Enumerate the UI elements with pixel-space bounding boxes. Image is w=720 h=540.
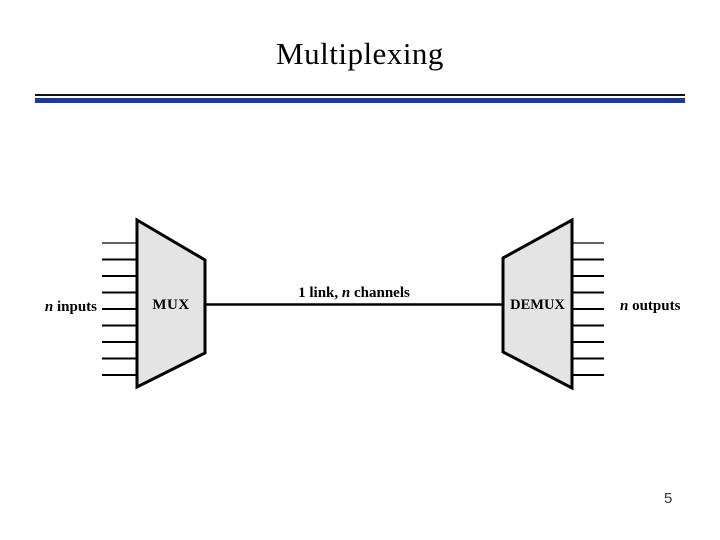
n-outputs-label: n outputs [620, 298, 680, 314]
title-rule-top [35, 94, 685, 96]
mux-label: MUX [152, 297, 190, 313]
mux-shape [135, 217, 207, 390]
n-inputs-label: n inputs [20, 299, 97, 315]
page-number: 5 [664, 490, 673, 507]
link-label-prefix: 1 link, [298, 285, 339, 301]
n-outputs-text: outputs [632, 298, 681, 314]
demux-shape [501, 217, 574, 391]
slide-title: Multiplexing [276, 36, 444, 71]
n-inputs-variable: n [44, 299, 54, 315]
link-label-suffix: channels [354, 285, 410, 301]
n-inputs-text: inputs [56, 299, 97, 315]
link-label-variable: n [341, 285, 351, 301]
link-label: 1 link, n channels [254, 285, 454, 301]
n-outputs-variable: n [620, 298, 629, 314]
input-lines [102, 242, 138, 376]
output-lines [571, 242, 604, 376]
title-rule-bottom [35, 98, 685, 103]
demux-label: DEMUX [510, 297, 565, 313]
